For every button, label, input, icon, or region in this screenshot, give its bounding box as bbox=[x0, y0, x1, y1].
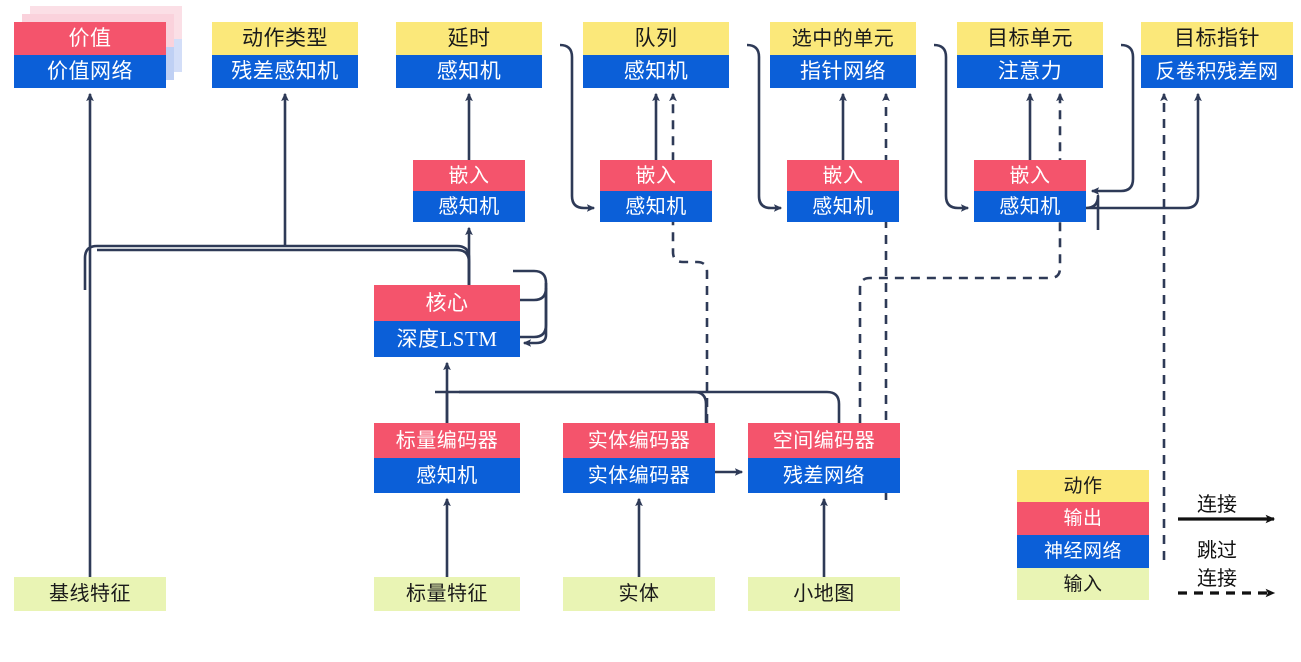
embed-target-unit[interactable]: 嵌入 感知机 bbox=[974, 160, 1086, 222]
entity-encoder-output-label: 实体编码器 bbox=[563, 423, 715, 458]
embed-selected-units-network-label: 感知机 bbox=[787, 191, 899, 222]
input-minimap[interactable]: 小地图 bbox=[748, 577, 900, 611]
input-entities-label: 实体 bbox=[563, 577, 715, 611]
embed-target-unit-output-label: 嵌入 bbox=[974, 160, 1086, 191]
scalar-encoder[interactable]: 标量编码器 感知机 bbox=[374, 423, 520, 493]
spatial-encoder-output-label: 空间编码器 bbox=[748, 423, 900, 458]
head-queued[interactable]: 队列 感知机 bbox=[583, 22, 729, 88]
scalar-encoder-network-label: 感知机 bbox=[374, 458, 520, 493]
head-value[interactable]: 价值 价值网络 bbox=[14, 22, 166, 88]
head-target-point-network-label: 反卷积残差网 bbox=[1141, 55, 1293, 88]
legend-connection-label: 连接 bbox=[1197, 494, 1237, 516]
head-queued-action-label: 队列 bbox=[583, 22, 729, 55]
embed-queued[interactable]: 嵌入 感知机 bbox=[600, 160, 712, 222]
input-scalar-features-label: 标量特征 bbox=[374, 577, 520, 611]
legend-skip-label-line1: 跳过 bbox=[1197, 540, 1237, 562]
embed-delay[interactable]: 嵌入 感知机 bbox=[413, 160, 525, 222]
head-target-unit-action-label: 目标单元 bbox=[957, 22, 1103, 55]
head-delay[interactable]: 延时 感知机 bbox=[396, 22, 542, 88]
head-value-output-label: 价值 bbox=[14, 22, 166, 55]
embed-delay-network-label: 感知机 bbox=[413, 191, 525, 222]
input-baseline-features[interactable]: 基线特征 bbox=[14, 577, 166, 611]
head-delay-action-label: 延时 bbox=[396, 22, 542, 55]
legend-output-label: 输出 bbox=[1017, 502, 1149, 535]
input-scalar-features[interactable]: 标量特征 bbox=[374, 577, 520, 611]
entity-encoder-network-label: 实体编码器 bbox=[563, 458, 715, 493]
head-selected-units-action-label: 选中的单元 bbox=[770, 22, 916, 55]
head-delay-network-label: 感知机 bbox=[396, 55, 542, 88]
head-target-unit[interactable]: 目标单元 注意力 bbox=[957, 22, 1103, 88]
head-action-type-network-label: 残差感知机 bbox=[212, 55, 358, 88]
input-minimap-label: 小地图 bbox=[748, 577, 900, 611]
embed-queued-output-label: 嵌入 bbox=[600, 160, 712, 191]
spatial-encoder[interactable]: 空间编码器 残差网络 bbox=[748, 423, 900, 493]
head-target-point-action-label: 目标指针 bbox=[1141, 22, 1293, 55]
input-entities[interactable]: 实体 bbox=[563, 577, 715, 611]
core-network-label: 深度LSTM bbox=[374, 321, 520, 357]
embed-target-unit-network-label: 感知机 bbox=[974, 191, 1086, 222]
legend-skip-label-line2: 连接 bbox=[1197, 568, 1237, 590]
legend-action-label: 动作 bbox=[1017, 470, 1149, 502]
head-queued-network-label: 感知机 bbox=[583, 55, 729, 88]
head-value-network-label: 价值网络 bbox=[14, 55, 166, 88]
embed-queued-network-label: 感知机 bbox=[600, 191, 712, 222]
entity-encoder[interactable]: 实体编码器 实体编码器 bbox=[563, 423, 715, 493]
embed-selected-units-output-label: 嵌入 bbox=[787, 160, 899, 191]
input-baseline-features-label: 基线特征 bbox=[14, 577, 166, 611]
core-block[interactable]: 核心 深度LSTM bbox=[374, 285, 520, 357]
head-target-unit-network-label: 注意力 bbox=[957, 55, 1103, 88]
scalar-encoder-output-label: 标量编码器 bbox=[374, 423, 520, 458]
spatial-encoder-network-label: 残差网络 bbox=[748, 458, 900, 493]
legend-input-label: 输入 bbox=[1017, 568, 1149, 600]
core-output-label: 核心 bbox=[374, 285, 520, 321]
embed-delay-output-label: 嵌入 bbox=[413, 160, 525, 191]
legend-swatches: 动作 输出 神经网络 输入 bbox=[1017, 470, 1149, 600]
embed-selected-units[interactable]: 嵌入 感知机 bbox=[787, 160, 899, 222]
head-selected-units-network-label: 指针网络 bbox=[770, 55, 916, 88]
head-action-type[interactable]: 动作类型 残差感知机 bbox=[212, 22, 358, 88]
legend-network-label: 神经网络 bbox=[1017, 535, 1149, 568]
head-target-point[interactable]: 目标指针 反卷积残差网 bbox=[1141, 22, 1293, 88]
head-action-type-action-label: 动作类型 bbox=[212, 22, 358, 55]
head-selected-units[interactable]: 选中的单元 指针网络 bbox=[770, 22, 916, 88]
